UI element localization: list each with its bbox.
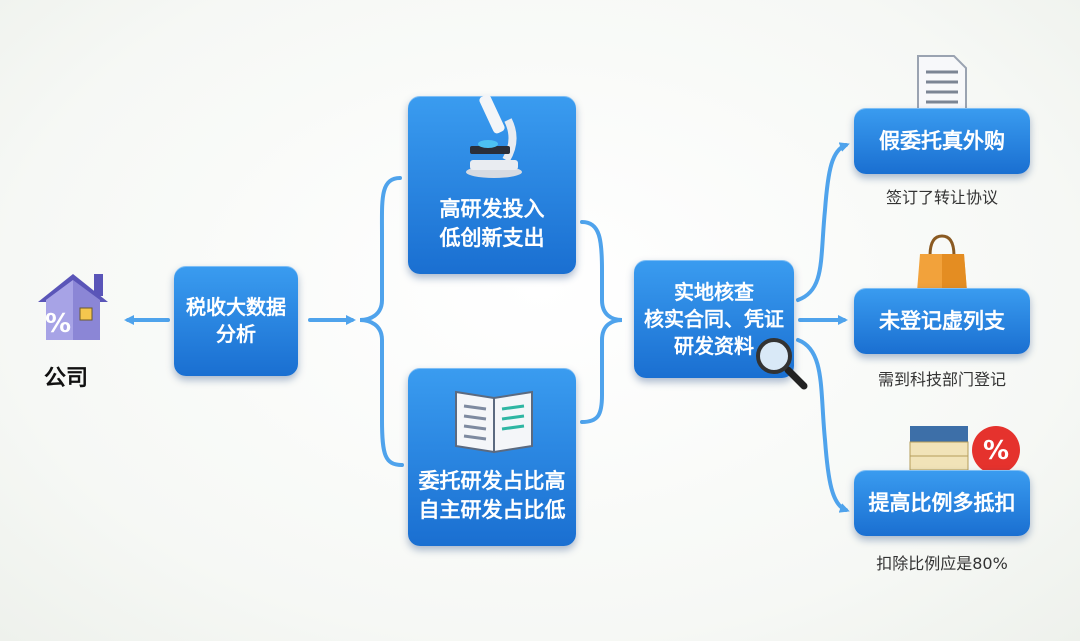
finding-2-title: 未登记虚列支 [879, 308, 1005, 333]
open-book-icon [455, 390, 533, 454]
finding-box-2: 未登记虚列支 [854, 288, 1030, 354]
finding-1-note: 签订了转让协议 [885, 188, 998, 207]
left-brace [359, 176, 404, 467]
check-line-3: 研发资料 [674, 333, 754, 358]
magnifier-icon [756, 338, 808, 390]
check-line-1: 实地核查 [674, 279, 754, 304]
analysis-line-2: 分析 [216, 322, 256, 346]
document-icon [917, 55, 967, 119]
svg-text:%: % [983, 436, 1009, 466]
finding-box-1: 假委托真外购 [854, 108, 1030, 174]
finding-box-3: 提高比例多抵扣 [854, 470, 1030, 536]
right-brace [580, 220, 623, 424]
flag-1-line-2: 低创新支出 [439, 225, 545, 250]
microscope-icon [466, 94, 522, 178]
finding-3-title: 提高比例多抵扣 [868, 490, 1016, 515]
flag-1-line-1: 高研发投入 [439, 197, 545, 222]
check-line-2: 核实合同、凭证 [644, 306, 784, 331]
arrow-to-finding-3 [796, 338, 850, 513]
finding-1-title: 假委托真外购 [879, 128, 1005, 153]
flag-2-line-1: 委托研发占比高 [418, 469, 566, 494]
flag-2-line-2: 自主研发占比低 [418, 497, 566, 522]
finding-2-note: 需到科技部门登记 [877, 370, 1006, 389]
house-icon: % [38, 274, 108, 340]
svg-text:%: % [45, 309, 71, 339]
analysis-line-1: 税收大数据 [186, 295, 286, 319]
analysis-box: 税收大数据 分析 [174, 266, 298, 376]
company-label: 公司 [44, 366, 89, 391]
onsite-check-box: 实地核查 核实合同、凭证 研发资料 [634, 260, 794, 378]
arrow-to-finding-1 [796, 142, 850, 302]
finding-3-note: 扣除比例应是80% [876, 554, 1008, 573]
